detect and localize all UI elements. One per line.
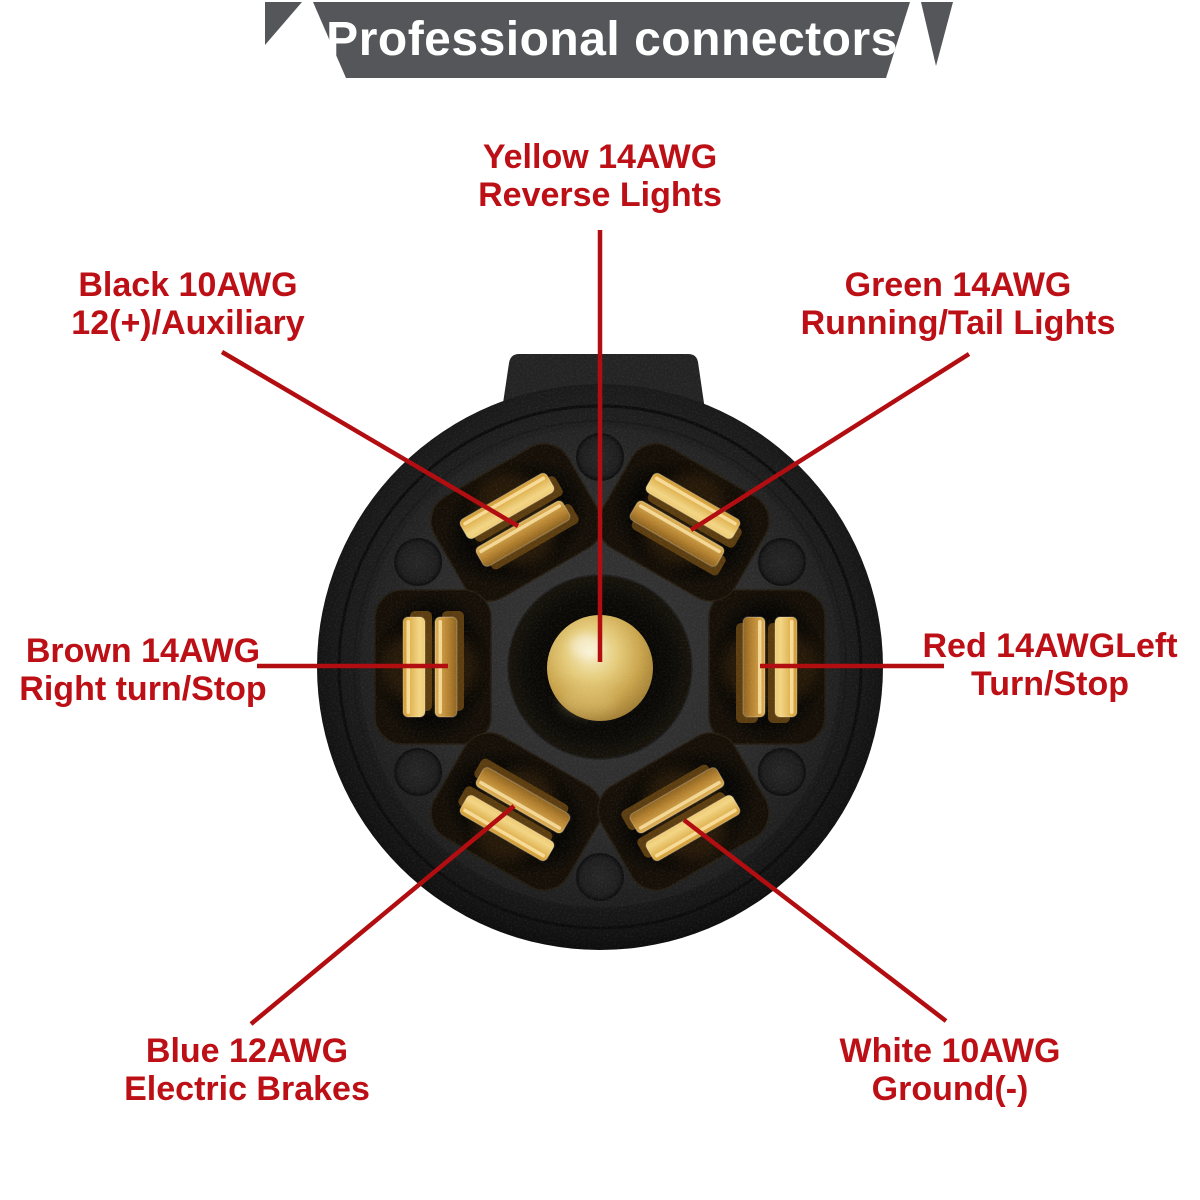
label-red-left-turn-stop: Red 14AWGLeft Turn/Stop — [922, 627, 1177, 703]
wire-name: Red 14AWGLeft — [922, 627, 1178, 665]
leader-line-white — [682, 818, 948, 1023]
wire-function: Running/Tail Lights — [800, 304, 1116, 342]
wire-name: Blue 12AWG — [145, 1032, 349, 1070]
label-black-auxiliary: Black 10AWG 12(+)/Auxiliary — [71, 266, 304, 342]
banner-title: Professional connectors — [326, 13, 898, 66]
wire-name: Yellow 14AWG — [482, 138, 718, 176]
wire-name: Black 10AWG — [78, 266, 298, 304]
banner-ribbon — [265, 2, 953, 78]
leader-line-green — [689, 352, 971, 532]
wire-name: Green 14AWG — [844, 266, 1072, 304]
label-white-ground: White 10AWG Ground(-) — [839, 1032, 1060, 1108]
wire-function: Ground(-) — [871, 1070, 1029, 1108]
leader-lines — [220, 230, 971, 1026]
wire-function: Reverse Lights — [478, 176, 722, 214]
label-yellow-reverse-lights: Yellow 14AWG Reverse Lights — [478, 138, 722, 214]
wire-function: Electric Brakes — [124, 1070, 370, 1108]
label-blue-electric-brakes: Blue 12AWG Electric Brakes — [124, 1032, 370, 1108]
wire-function: 12(+)/Auxiliary — [71, 304, 305, 342]
leader-line-black — [220, 350, 520, 528]
wire-function: Right turn/Stop — [19, 670, 267, 708]
wire-name: Brown 14AWG — [25, 632, 261, 670]
leader-line-blue — [249, 804, 516, 1026]
wire-name: White 10AWG — [839, 1032, 1061, 1070]
label-green-running-tail-lights: Green 14AWG Running/Tail Lights — [801, 266, 1116, 342]
label-brown-right-turn-stop: Brown 14AWG Right turn/Stop — [19, 632, 266, 708]
wire-function: Turn/Stop — [970, 665, 1129, 703]
